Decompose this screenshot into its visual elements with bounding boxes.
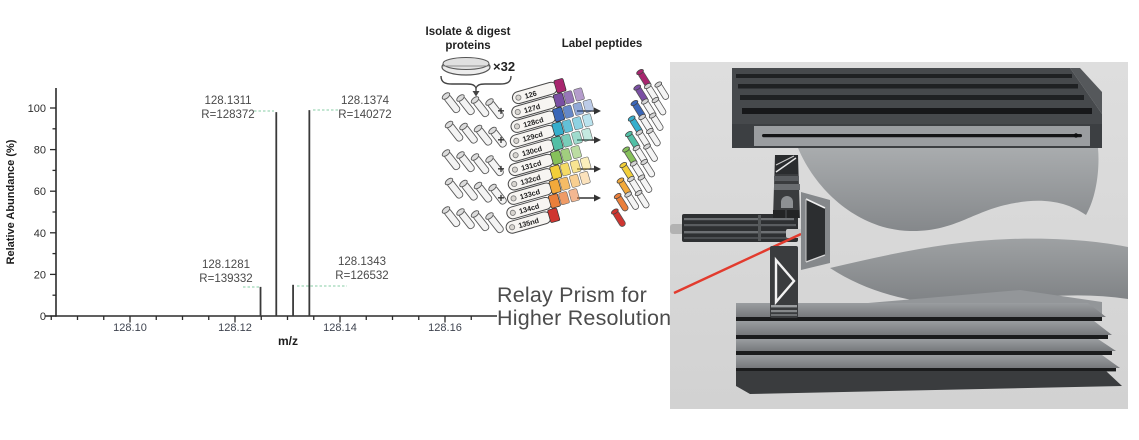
middle-lens-electrode: [830, 238, 1128, 305]
plus-sign: +: [497, 104, 504, 118]
sample-tube-icon: [485, 98, 504, 120]
upper-electrode-wing: [798, 148, 1099, 232]
arrow-icon: [577, 194, 601, 202]
x-tick-label: 128.16: [428, 322, 462, 334]
sample-tube-icon: [444, 120, 464, 142]
labeled-peptide-tube: [638, 113, 653, 133]
reagent-label: 126: [524, 89, 538, 101]
laser-beam: [673, 232, 802, 295]
sample-tube-icon: [485, 155, 504, 177]
labeled-peptide-tube: [651, 96, 667, 116]
label-peptides-heading: Label peptides: [561, 38, 643, 50]
labeled-peptide-tube: [633, 84, 649, 103]
upper-mirror-block: [732, 68, 1102, 148]
sample-tube-icon: [470, 153, 490, 175]
reagent-tube: 126: [511, 78, 567, 105]
labeled-peptide-tube: [643, 143, 658, 162]
reagent-tube: 135nd: [505, 207, 561, 234]
y-tick-label: 60: [34, 186, 46, 198]
peak-resolution-annotation: R=140272: [338, 109, 391, 121]
sample-tube-icon: [473, 124, 493, 146]
relay-prism: [801, 192, 830, 270]
instrument-group: [670, 62, 1128, 409]
labeled-peptide-tube: [646, 127, 661, 147]
brace-and-arrow: [440, 75, 512, 97]
triangle-deflector: [770, 246, 798, 318]
peak-mz-annotation: 128.1311: [204, 95, 251, 107]
labeled-peptide-tube: [648, 112, 664, 131]
x-axis-label: m/z: [278, 334, 298, 348]
labeled-peptide-tube: [654, 81, 670, 100]
peak-mz-annotation: 128.1281: [202, 259, 250, 271]
sample-tube-icon: [459, 179, 478, 201]
reagent-tube: 130cd: [509, 127, 593, 162]
caption-line-1: Relay Prism for: [497, 283, 647, 307]
y-tick-label: 20: [34, 269, 46, 281]
peak-mz-annotation: 128.1343: [338, 256, 386, 268]
labeled-peptide-tube: [613, 192, 629, 212]
reagent-tube: 133cd: [507, 171, 591, 205]
caption-line-2: Higher Resolution: [497, 306, 672, 330]
y-tick-label: 100: [28, 103, 46, 115]
peak-resolution-annotation: R=139332: [199, 273, 252, 285]
plus-sign: +: [497, 162, 504, 176]
sample-tube-icon: [473, 181, 493, 203]
sample-tube-icon: [470, 96, 490, 118]
x-tick-label: 128.10: [113, 322, 147, 334]
labeled-peptide-tube: [619, 161, 635, 181]
labeled-peptide-tube: [611, 208, 626, 227]
y-tick-label: 40: [34, 228, 46, 240]
petri-dish-icon: [441, 57, 491, 76]
sample-tube-icon: [470, 210, 490, 232]
sample-tube-icon: [488, 183, 507, 205]
sample-tube-icon: [441, 92, 461, 114]
caption: Relay Prism for Higher Resolution: [497, 284, 671, 330]
labeled-peptide-tube: [640, 158, 656, 178]
sample-tube-icon: [459, 122, 478, 144]
sample-tube-icon: [456, 151, 475, 173]
ion-gate-stack: [773, 155, 800, 218]
reagent-tube: 129cd: [509, 113, 594, 148]
sample-tube-icon: [456, 94, 475, 116]
reagent-tube: 128cd: [510, 99, 595, 133]
peak-resolution-annotation: R=126532: [335, 270, 388, 282]
labeled-peptide-tube: [636, 68, 651, 88]
plus-sign: +: [497, 133, 504, 147]
labeled-peptide-tube: [629, 160, 645, 179]
reagent-tube: 127d: [511, 87, 585, 119]
reagent-label: 127d: [523, 102, 541, 115]
labeled-peptide-tube: [637, 174, 653, 193]
sample-tube-icon: [441, 149, 461, 171]
quadrupole-assembly: [670, 214, 802, 242]
sample-tube-icon: [444, 177, 464, 199]
peak-mz-annotation: 128.1374: [341, 95, 390, 107]
labeled-peptide-tube: [634, 189, 650, 209]
reagent-tube: 134cd: [506, 188, 580, 220]
y-axis-label: Relative Abundance (%): [5, 139, 17, 264]
times-32-label: ×32: [493, 59, 516, 74]
y-tick-label: 80: [34, 145, 46, 157]
x-tick-label: 128.12: [218, 322, 252, 334]
sample-tube-icon: [456, 208, 475, 230]
plus-sign: +: [497, 191, 504, 205]
sample-tube-icon: [488, 126, 507, 148]
reagent-tube: 131cd: [508, 145, 582, 177]
x-tick-label: 128.14: [323, 322, 357, 334]
labeled-peptide-tube: [624, 191, 639, 210]
sample-tube-icon: [485, 212, 504, 234]
y-tick-label: 0: [40, 311, 46, 323]
isolate-digest-heading: Isolate & digest proteins: [425, 26, 511, 52]
sample-tube-icon: [441, 206, 461, 228]
reagent-tube: 132cd: [507, 156, 592, 191]
peak-resolution-annotation: R=128372: [201, 109, 254, 121]
lower-mirror-block: [736, 290, 1122, 394]
